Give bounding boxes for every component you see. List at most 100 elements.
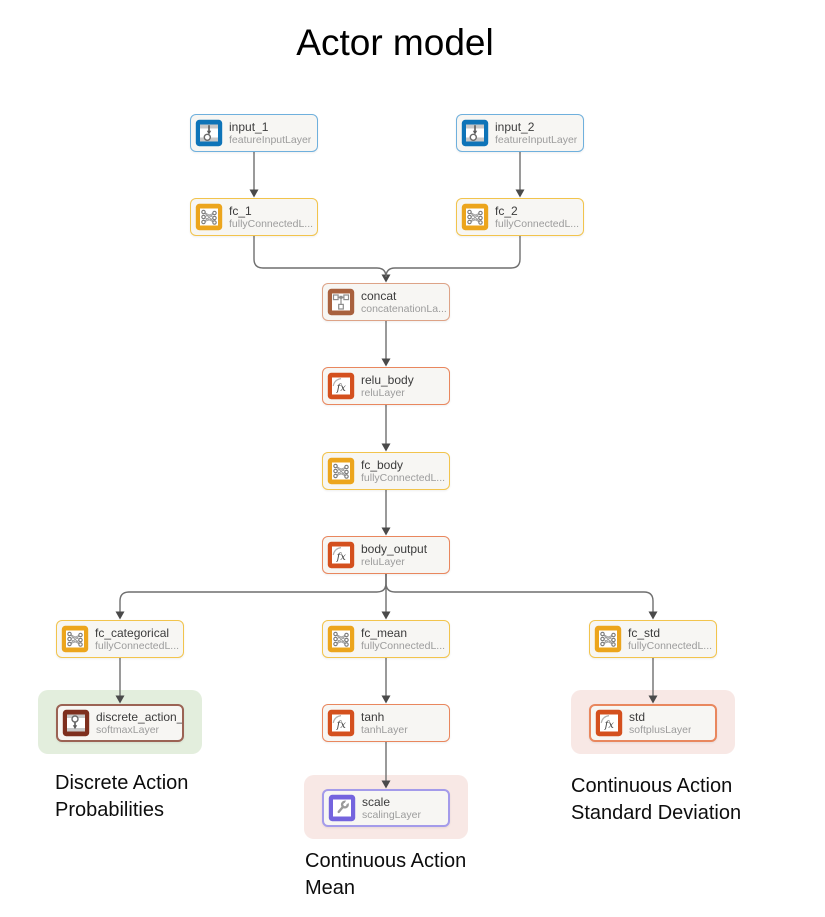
svg-text:fx: fx	[336, 552, 347, 563]
layer-type: reluLayer	[361, 386, 405, 399]
layer-type: scalingLayer	[362, 808, 421, 821]
softmax-icon	[62, 709, 90, 737]
arrowhead	[381, 443, 391, 452]
arrowhead	[381, 611, 391, 620]
layer-name: tanh	[361, 709, 385, 724]
arrowhead	[115, 611, 125, 620]
layer-type: tanhLayer	[361, 723, 408, 736]
layer-name: fc_mean	[361, 625, 408, 640]
layer-type: fullyConnectedL...	[229, 217, 314, 230]
diagram-title: Actor model	[296, 22, 494, 63]
arrowhead	[381, 274, 391, 283]
arrowhead	[249, 189, 259, 198]
fx-icon: fx	[327, 372, 355, 400]
layer-name: relu_body	[361, 372, 414, 387]
layer-type: fullyConnectedL...	[495, 217, 580, 230]
arrowhead	[648, 611, 658, 620]
fully-connected-icon	[327, 625, 355, 653]
layer-type: featureInputLayer	[229, 133, 312, 146]
fully-connected-icon	[594, 625, 622, 653]
layer-name: fc_1	[229, 203, 252, 218]
fully-connected-icon	[327, 457, 355, 485]
fully-connected-icon	[195, 203, 223, 231]
discrete-annotation: Discrete Action Probabilities	[55, 772, 189, 821]
layer-name: input_1	[229, 119, 269, 134]
layer-name: input_2	[495, 119, 535, 134]
mean-annotation: Continuous Action Mean	[305, 850, 467, 899]
layer-name: fc_2	[495, 203, 518, 218]
arrowhead	[115, 695, 125, 704]
arrowhead	[381, 358, 391, 367]
layer-name: body_output	[361, 541, 428, 556]
connection-body_output-to-fc_std	[385, 574, 654, 613]
connection-fc_1-to-concat	[253, 236, 387, 278]
layer-type: fullyConnectedL...	[361, 471, 446, 484]
svg-text:fx: fx	[336, 383, 347, 394]
connection-body_output-to-fc_categorical	[119, 574, 387, 613]
connection-fc_2-to-concat	[385, 236, 521, 278]
arrowhead	[381, 780, 391, 789]
layer-type: fullyConnectedL...	[95, 639, 180, 652]
fully-connected-icon	[461, 203, 489, 231]
layer-type: fullyConnectedL...	[628, 639, 713, 652]
layer-name: fc_std	[628, 625, 661, 640]
layer-name: std	[629, 709, 646, 724]
layer-type: concatenationLa...	[361, 302, 447, 315]
concatenation-icon	[327, 288, 355, 316]
layer-name: scale	[362, 794, 391, 809]
fx-icon: fx	[595, 709, 623, 737]
scaling-icon	[328, 794, 356, 822]
fx-icon: fx	[327, 709, 355, 737]
layer-type: softplusLayer	[629, 723, 692, 736]
layer-type: fullyConnectedL...	[361, 639, 446, 652]
fully-connected-icon	[61, 625, 89, 653]
layer-name: concat	[361, 288, 397, 303]
layer-type: softmaxLayer	[96, 723, 160, 736]
feature-input-icon	[461, 119, 489, 147]
std-annotation: Continuous Action Standard Deviation	[571, 775, 742, 824]
layer-type: reluLayer	[361, 555, 405, 568]
svg-text:fx: fx	[604, 720, 615, 731]
layer-type: featureInputLayer	[495, 133, 578, 146]
feature-input-icon	[195, 119, 223, 147]
arrowhead	[381, 527, 391, 536]
arrowhead	[648, 695, 658, 704]
layer-name: discrete_action_p	[96, 709, 182, 724]
layer-name: fc_categorical	[95, 625, 170, 640]
fx-icon: fx	[327, 541, 355, 569]
svg-text:fx: fx	[336, 720, 347, 731]
arrowhead	[381, 695, 391, 704]
arrowhead	[515, 189, 525, 198]
